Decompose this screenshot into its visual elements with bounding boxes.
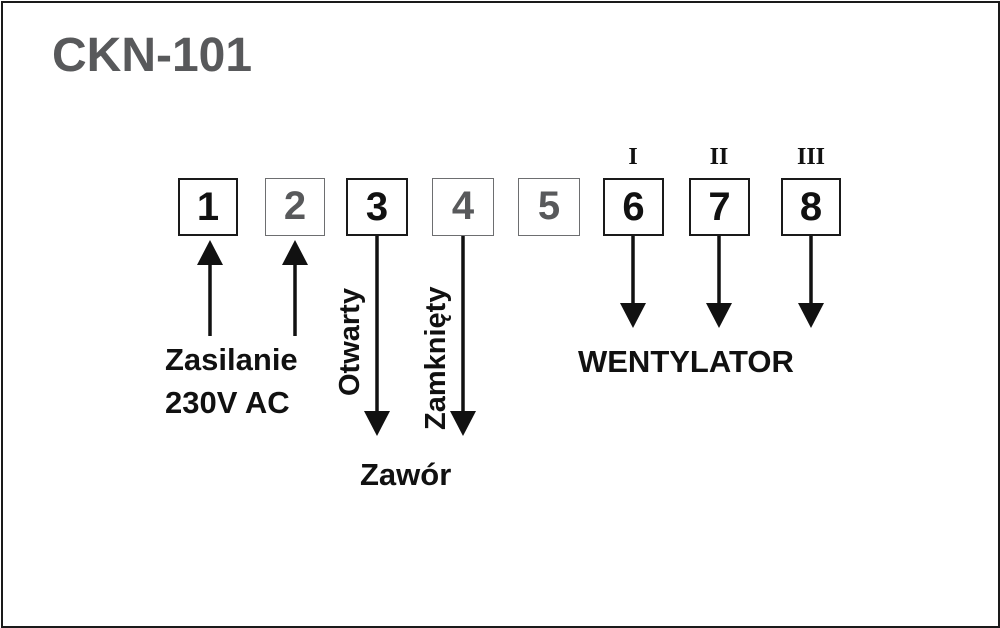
power-arrow-1: [197, 240, 223, 336]
fan-speed-1-label: I: [628, 144, 638, 170]
valve-closed-arrow: [450, 236, 476, 436]
terminal-5: 5: [518, 178, 580, 236]
fan-arrow-1: [620, 236, 646, 328]
valve-open-arrow: [364, 236, 390, 436]
terminal-1: 1: [178, 178, 238, 236]
terminal-2: 2: [265, 178, 325, 236]
fan-label: WENTYLATOR: [578, 344, 794, 379]
terminal-6: 6: [603, 178, 664, 236]
terminal-3: 3: [346, 178, 408, 236]
valve-label: Zawór: [360, 457, 452, 492]
power-arrow-2: [282, 240, 308, 336]
device-title: CKN-101: [52, 29, 253, 82]
fan-arrow-2: [706, 236, 732, 328]
terminal-8: 8: [781, 178, 841, 236]
valve-open-label: Otwarty: [334, 288, 366, 396]
fan-speed-3-label: III: [796, 144, 826, 170]
power-label-line2: 230V AC: [165, 385, 290, 420]
fan-arrow-3: [798, 236, 824, 328]
fan-speed-2-label: II: [709, 144, 729, 170]
terminal-4: 4: [432, 178, 494, 236]
valve-closed-label: Zamknięty: [420, 286, 452, 430]
power-label-line1: Zasilanie: [165, 342, 298, 377]
terminal-7: 7: [689, 178, 750, 236]
